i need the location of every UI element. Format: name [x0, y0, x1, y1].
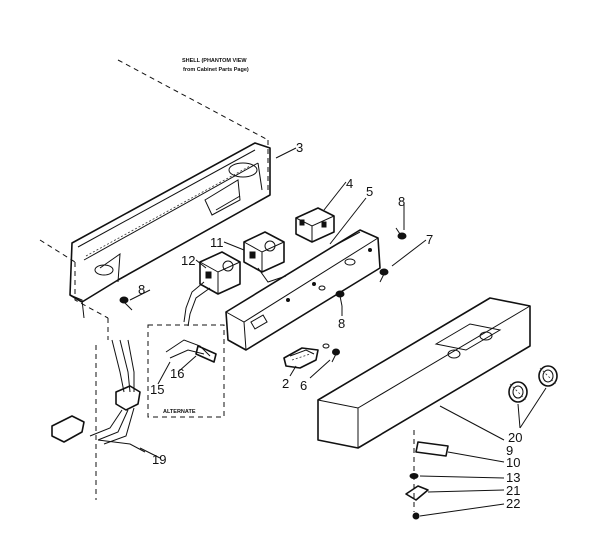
callout-12: 12 — [181, 253, 195, 268]
callout-21: 21 — [506, 483, 520, 498]
part-11-control — [243, 231, 287, 283]
shell-note: SHELL (PHANTOM VIEW from Cabinet Parts P… — [182, 58, 249, 73]
callout-19: 19 — [152, 452, 166, 467]
callout-8-upper: 8 — [398, 194, 405, 209]
part-5-bracket — [225, 229, 381, 351]
parts-13-21-22 — [405, 430, 429, 520]
screw-8-middle — [335, 290, 345, 307]
callout-15: 15 — [150, 382, 164, 397]
knob-right — [538, 365, 558, 387]
callout-8-left: 8 — [138, 282, 145, 297]
part-3-back-panel — [69, 142, 271, 319]
callout-4: 4 — [346, 176, 353, 191]
alternate-box: ALTERNATE — [147, 324, 225, 418]
shell-phantom-view — [39, 59, 269, 500]
screw-8-left — [119, 296, 133, 311]
callout-6: 6 — [300, 378, 307, 393]
callout-numbers: 3 4 5 8 7 11 12 8 8 2 6 15 16 19 20 9 10… — [138, 140, 522, 511]
alternate-label: ALTERNATE — [163, 409, 196, 415]
callout-20: 20 — [508, 430, 522, 445]
note-line-2: from Cabinet Parts Page) — [183, 67, 249, 73]
screw-8-upper — [395, 227, 407, 240]
part-10-label — [415, 441, 449, 457]
leader-lines — [129, 147, 547, 517]
callout-2: 2 — [282, 376, 289, 391]
screws — [119, 227, 407, 363]
part-12-control — [183, 251, 241, 327]
callout-9: 9 — [506, 443, 513, 458]
screw-6 — [331, 348, 340, 363]
part-22-screw — [412, 512, 420, 520]
note-line-1: SHELL (PHANTOM VIEW — [182, 58, 247, 64]
callout-16: 16 — [170, 366, 184, 381]
part-20-knobs — [508, 365, 558, 403]
callout-13: 13 — [506, 470, 520, 485]
part-19-cord — [51, 339, 146, 453]
part-2-switch — [283, 347, 319, 369]
part-21-clip — [405, 485, 429, 501]
callout-11: 11 — [210, 235, 224, 250]
callout-7: 7 — [426, 232, 433, 247]
callout-3: 3 — [296, 140, 303, 155]
screw-7 — [379, 268, 389, 283]
callout-22: 22 — [506, 496, 520, 511]
part-4-switch — [295, 207, 335, 243]
callout-8-middle: 8 — [338, 316, 345, 331]
knob-left — [508, 381, 528, 403]
callout-10: 10 — [506, 455, 520, 470]
callout-5: 5 — [366, 184, 373, 199]
part-9-control-panel — [317, 297, 531, 449]
